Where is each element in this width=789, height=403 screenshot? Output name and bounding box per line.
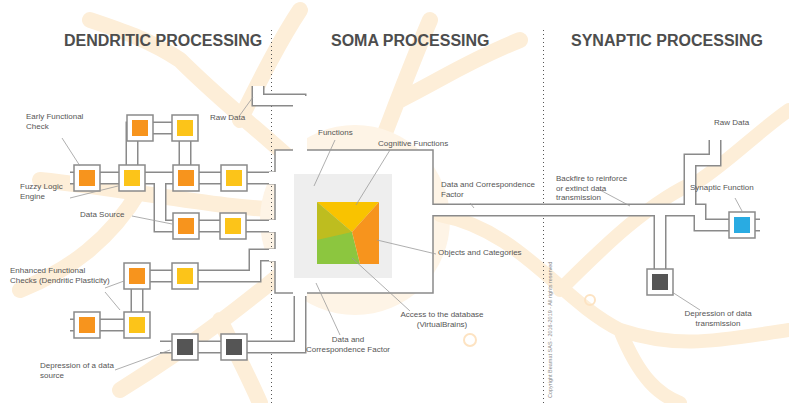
callout-label: Objects and Categories bbox=[438, 248, 538, 258]
processing-unit bbox=[74, 115, 755, 360]
leader-line bbox=[62, 97, 742, 370]
section-heading: DENDRITIC PROCESSING bbox=[64, 31, 262, 50]
callout-label: Access to the database (VirtualBrains) bbox=[392, 310, 492, 329]
data-pipe bbox=[70, 86, 760, 347]
callout-label: Backfire to reinforce or extinct data tr… bbox=[556, 174, 636, 203]
copyright-note: Copyright Beamat SAS - 2016-2019 - All r… bbox=[547, 262, 554, 398]
soma-symbol bbox=[317, 202, 379, 264]
callout-label: Raw Data bbox=[714, 118, 754, 128]
soma-box bbox=[269, 96, 436, 296]
section-heading: SYNAPTIC PROCESSING bbox=[571, 31, 763, 50]
callout-label: Functions bbox=[318, 128, 368, 138]
callout-label: Cognitive Functions bbox=[378, 139, 468, 149]
section-heading: SOMA PROCESSING bbox=[331, 31, 490, 50]
callout-label: Enhanced Functional Checks (Dendritic Pl… bbox=[10, 266, 110, 285]
callout-label: Data and Correspondence Factor bbox=[303, 335, 393, 354]
callout-label: Depression of a data source bbox=[40, 361, 118, 380]
neuron-illustration bbox=[20, 10, 789, 403]
callout-label: Fuzzy Logic Engine bbox=[20, 182, 70, 201]
callout-label: Data Source bbox=[80, 210, 132, 220]
unit-square bbox=[79, 120, 750, 355]
callout-label: Depression of data transmission bbox=[668, 309, 768, 328]
callout-label: Synaptic Function bbox=[690, 183, 780, 193]
callout-label: Early Functional Check bbox=[26, 112, 98, 131]
callout-label: Data and Correspondence Factor bbox=[441, 180, 541, 199]
callout-label: Raw Data bbox=[210, 113, 250, 123]
